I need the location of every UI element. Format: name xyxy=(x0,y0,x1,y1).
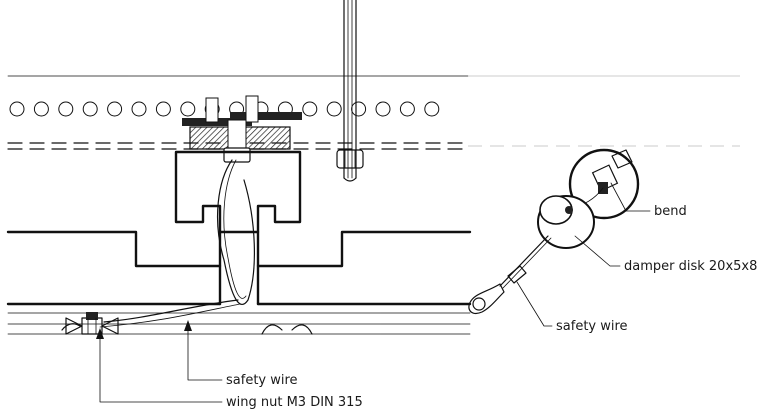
leaders-left xyxy=(96,320,223,403)
rail-hole xyxy=(9,101,25,117)
channel-profile xyxy=(6,230,472,335)
rail-hole xyxy=(131,101,147,117)
rail-hole xyxy=(399,101,415,117)
label-safety-wire-left: safety wire xyxy=(226,373,298,388)
perforated-rail xyxy=(7,75,740,150)
wing-tab-left xyxy=(205,97,219,123)
leader-bend xyxy=(610,182,651,212)
label-wing-nut: wing nut M3 DIN 315 xyxy=(226,395,363,410)
safety-wire-loop xyxy=(99,159,255,328)
wing-nut xyxy=(65,312,119,335)
t-slot-block xyxy=(174,150,302,234)
rail-hole xyxy=(302,101,318,117)
threaded-rod xyxy=(336,0,364,182)
leader-damper-disk xyxy=(574,235,621,267)
rod-hex-nut xyxy=(336,149,364,169)
label-damper-disk: damper disk 20x5x8 xyxy=(624,259,757,274)
rail-hole xyxy=(82,101,98,117)
ring-terminal xyxy=(468,283,505,314)
label-safety-wire-right: safety wire xyxy=(556,319,628,334)
clamp-assembly xyxy=(182,95,302,163)
clamp-bolt xyxy=(227,119,247,151)
bend-tab xyxy=(611,149,633,169)
rail-hole xyxy=(351,101,367,117)
rail-hole xyxy=(424,101,440,117)
detail-view xyxy=(468,148,651,327)
rail-hole xyxy=(375,101,391,117)
detail-safety-wire xyxy=(499,235,549,287)
leader-safety-wire-left xyxy=(187,321,223,381)
label-bend: bend xyxy=(654,204,687,219)
rail-hole xyxy=(107,101,123,117)
damper-disk-face xyxy=(568,148,640,220)
clamp-plate-right xyxy=(230,112,302,120)
rail-hole xyxy=(180,101,196,117)
rail-hole xyxy=(155,101,171,117)
wire-crimp xyxy=(507,265,527,284)
rail-hole-row xyxy=(9,101,440,117)
clamp-nut xyxy=(223,147,251,163)
wing-tab-right xyxy=(245,95,259,123)
rail-hole xyxy=(326,101,342,117)
rail-hole xyxy=(58,101,74,117)
rail-hole xyxy=(33,101,49,117)
leader-safety-wire-right xyxy=(516,281,553,327)
leader-wing-nut xyxy=(99,329,223,403)
